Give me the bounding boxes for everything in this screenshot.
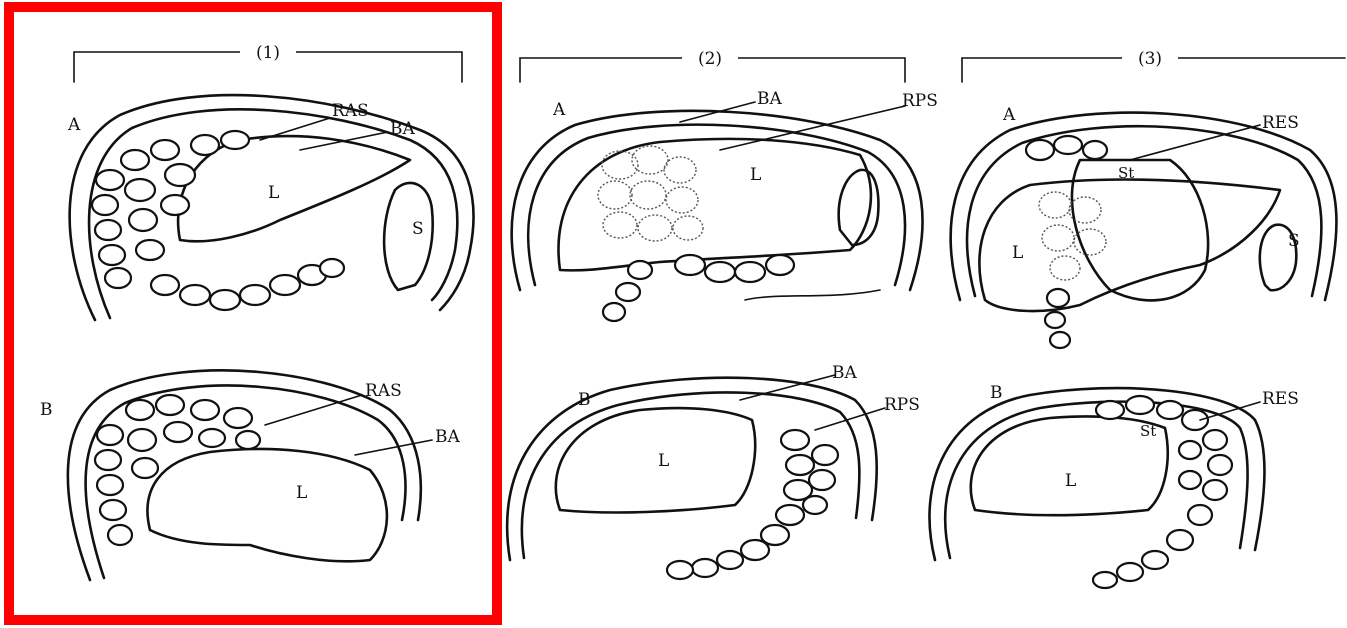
panel-3-b-label-l: L: [1065, 471, 1076, 491]
panel-2-a-label-ba: BA: [757, 89, 782, 109]
panel-1-b-label-ba: BA: [435, 427, 460, 447]
panel-1-b-colon: [95, 395, 260, 545]
panel-2-b-colon: [667, 430, 838, 579]
panel-3-b-row-label: B: [990, 383, 1003, 403]
panel-3-a-label-res: RES: [1262, 113, 1299, 133]
panel-1-highlight-box: [9, 7, 497, 620]
panel-2-a-label-l: L: [750, 165, 761, 185]
panel-2-b-label-ba: BA: [832, 363, 857, 383]
panel-3-a-colon: [1026, 136, 1107, 348]
panel-1: (1) A: [9, 7, 497, 620]
panel-1-a-drawing: A RAS: [67, 95, 473, 320]
panel-1-b-row-label: B: [40, 400, 53, 420]
panel-2-b-drawing: B BA RPS L: [507, 363, 920, 579]
panel-1-b-label-l: L: [296, 483, 307, 503]
panel-3-b-label-res: RES: [1262, 389, 1299, 409]
panel-2: (2) A BA RPS: [507, 47, 938, 579]
panel-3-header: (3): [1138, 49, 1162, 69]
panel-2-b-label-l: L: [658, 451, 669, 471]
panel-2-b-label-rps: RPS: [884, 395, 920, 415]
panel-3: (3) A RES St L S: [929, 47, 1345, 588]
panel-3-a-drawing: A RES St L S: [951, 105, 1337, 348]
panel-2-a-colon: [603, 255, 794, 321]
panel-3-a-label-st: St: [1118, 164, 1134, 182]
panel-1-header: (1): [256, 43, 280, 63]
panel-1-a-row-label: A: [67, 115, 81, 135]
panel-1-a-label-ras: RAS: [332, 101, 369, 121]
panel-1-a-label-l: L: [268, 183, 279, 203]
panel-3-a-row-label: A: [1002, 105, 1016, 125]
panel-1-a-colon: [92, 131, 344, 310]
panel-3-b-colon: [1093, 396, 1232, 588]
panel-2-a-label-rps: RPS: [902, 91, 938, 111]
panel-3-b-drawing: B RES St L: [929, 383, 1298, 588]
panel-1-a-label-ba: BA: [390, 119, 415, 139]
panel-2-header: (2): [698, 49, 722, 69]
panel-3-a-label-s: S: [1288, 231, 1300, 251]
panel-2-a-intestine-dashed: [598, 146, 703, 241]
panel-3-a-label-l: L: [1012, 243, 1023, 263]
panel-1-a-label-s: S: [412, 219, 424, 239]
panel-3-b-label-st: St: [1140, 422, 1156, 440]
panel-2-a-row-label: A: [552, 100, 566, 120]
panel-1-b-drawing: B RAS BA L: [40, 370, 460, 580]
panel-1-b-label-ras: RAS: [365, 381, 402, 401]
panel-2-a-drawing: A BA RPS L: [512, 89, 938, 321]
